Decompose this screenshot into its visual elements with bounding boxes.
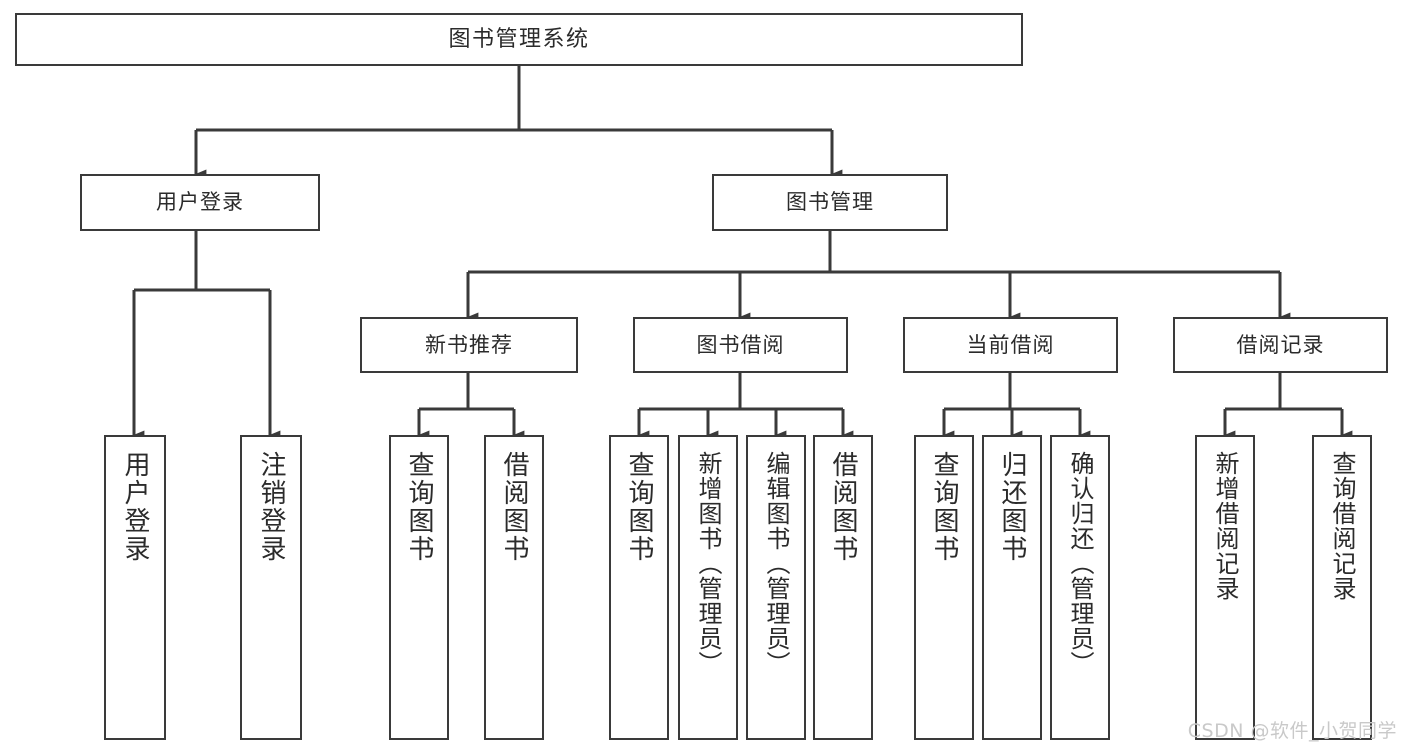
node-book-manage-label: 图书管理 bbox=[786, 190, 874, 215]
node-borrow-record[interactable]: 借阅记录 bbox=[1173, 317, 1388, 373]
leaf-user-login-label: 用户登录 bbox=[120, 451, 150, 563]
leaf-add-book-label: 新增图书（管理员） bbox=[694, 451, 722, 676]
node-current-borrow-label: 当前借阅 bbox=[966, 332, 1055, 357]
leaf-user-login[interactable]: 用户登录 bbox=[104, 435, 166, 740]
leaf-confirm-return[interactable]: 确认归还（管理员） bbox=[1050, 435, 1110, 740]
leaf-query-book-2[interactable]: 查询图书 bbox=[609, 435, 669, 740]
leaf-borrow-book-2-label: 借阅图书 bbox=[828, 451, 858, 563]
leaf-borrow-book-1-label: 借阅图书 bbox=[499, 451, 529, 563]
leaf-confirm-return-label: 确认归还（管理员） bbox=[1066, 451, 1094, 676]
leaf-borrow-book-2[interactable]: 借阅图书 bbox=[813, 435, 873, 740]
leaf-query-borrow-record[interactable]: 查询借阅记录 bbox=[1312, 435, 1372, 740]
leaf-edit-book[interactable]: 编辑图书（管理员） bbox=[746, 435, 806, 740]
leaf-return-book-label: 归还图书 bbox=[997, 451, 1027, 563]
node-new-book-recommend-label: 新书推荐 bbox=[425, 332, 513, 357]
node-user-login-label: 用户登录 bbox=[156, 190, 244, 215]
leaf-query-book-1-label: 查询图书 bbox=[404, 451, 434, 563]
node-book-manage[interactable]: 图书管理 bbox=[712, 174, 948, 231]
node-current-borrow[interactable]: 当前借阅 bbox=[903, 317, 1118, 373]
watermark: CSDN @软件_小贺同学 bbox=[1187, 720, 1397, 742]
node-root[interactable]: 图书管理系统 bbox=[15, 13, 1023, 66]
leaf-add-book[interactable]: 新增图书（管理员） bbox=[678, 435, 738, 740]
leaf-edit-book-label: 编辑图书（管理员） bbox=[762, 451, 790, 676]
leaf-query-book-3-label: 查询图书 bbox=[929, 451, 959, 563]
leaf-query-book-1[interactable]: 查询图书 bbox=[389, 435, 449, 740]
node-user-login[interactable]: 用户登录 bbox=[80, 174, 320, 231]
node-book-borrow[interactable]: 图书借阅 bbox=[633, 317, 848, 373]
leaf-add-borrow-record-label: 新增借阅记录 bbox=[1211, 451, 1239, 601]
leaf-logout[interactable]: 注销登录 bbox=[240, 435, 302, 740]
leaf-add-borrow-record[interactable]: 新增借阅记录 bbox=[1195, 435, 1255, 740]
leaf-logout-label: 注销登录 bbox=[256, 451, 286, 563]
node-book-borrow-label: 图书借阅 bbox=[696, 332, 785, 357]
node-borrow-record-label: 借阅记录 bbox=[1236, 332, 1325, 357]
leaf-query-book-2-label: 查询图书 bbox=[624, 451, 654, 563]
node-root-label: 图书管理系统 bbox=[448, 26, 590, 52]
node-new-book-recommend[interactable]: 新书推荐 bbox=[360, 317, 578, 373]
leaf-borrow-book-1[interactable]: 借阅图书 bbox=[484, 435, 544, 740]
leaf-query-borrow-record-label: 查询借阅记录 bbox=[1328, 451, 1356, 601]
leaf-return-book[interactable]: 归还图书 bbox=[982, 435, 1042, 740]
leaf-query-book-3[interactable]: 查询图书 bbox=[914, 435, 974, 740]
